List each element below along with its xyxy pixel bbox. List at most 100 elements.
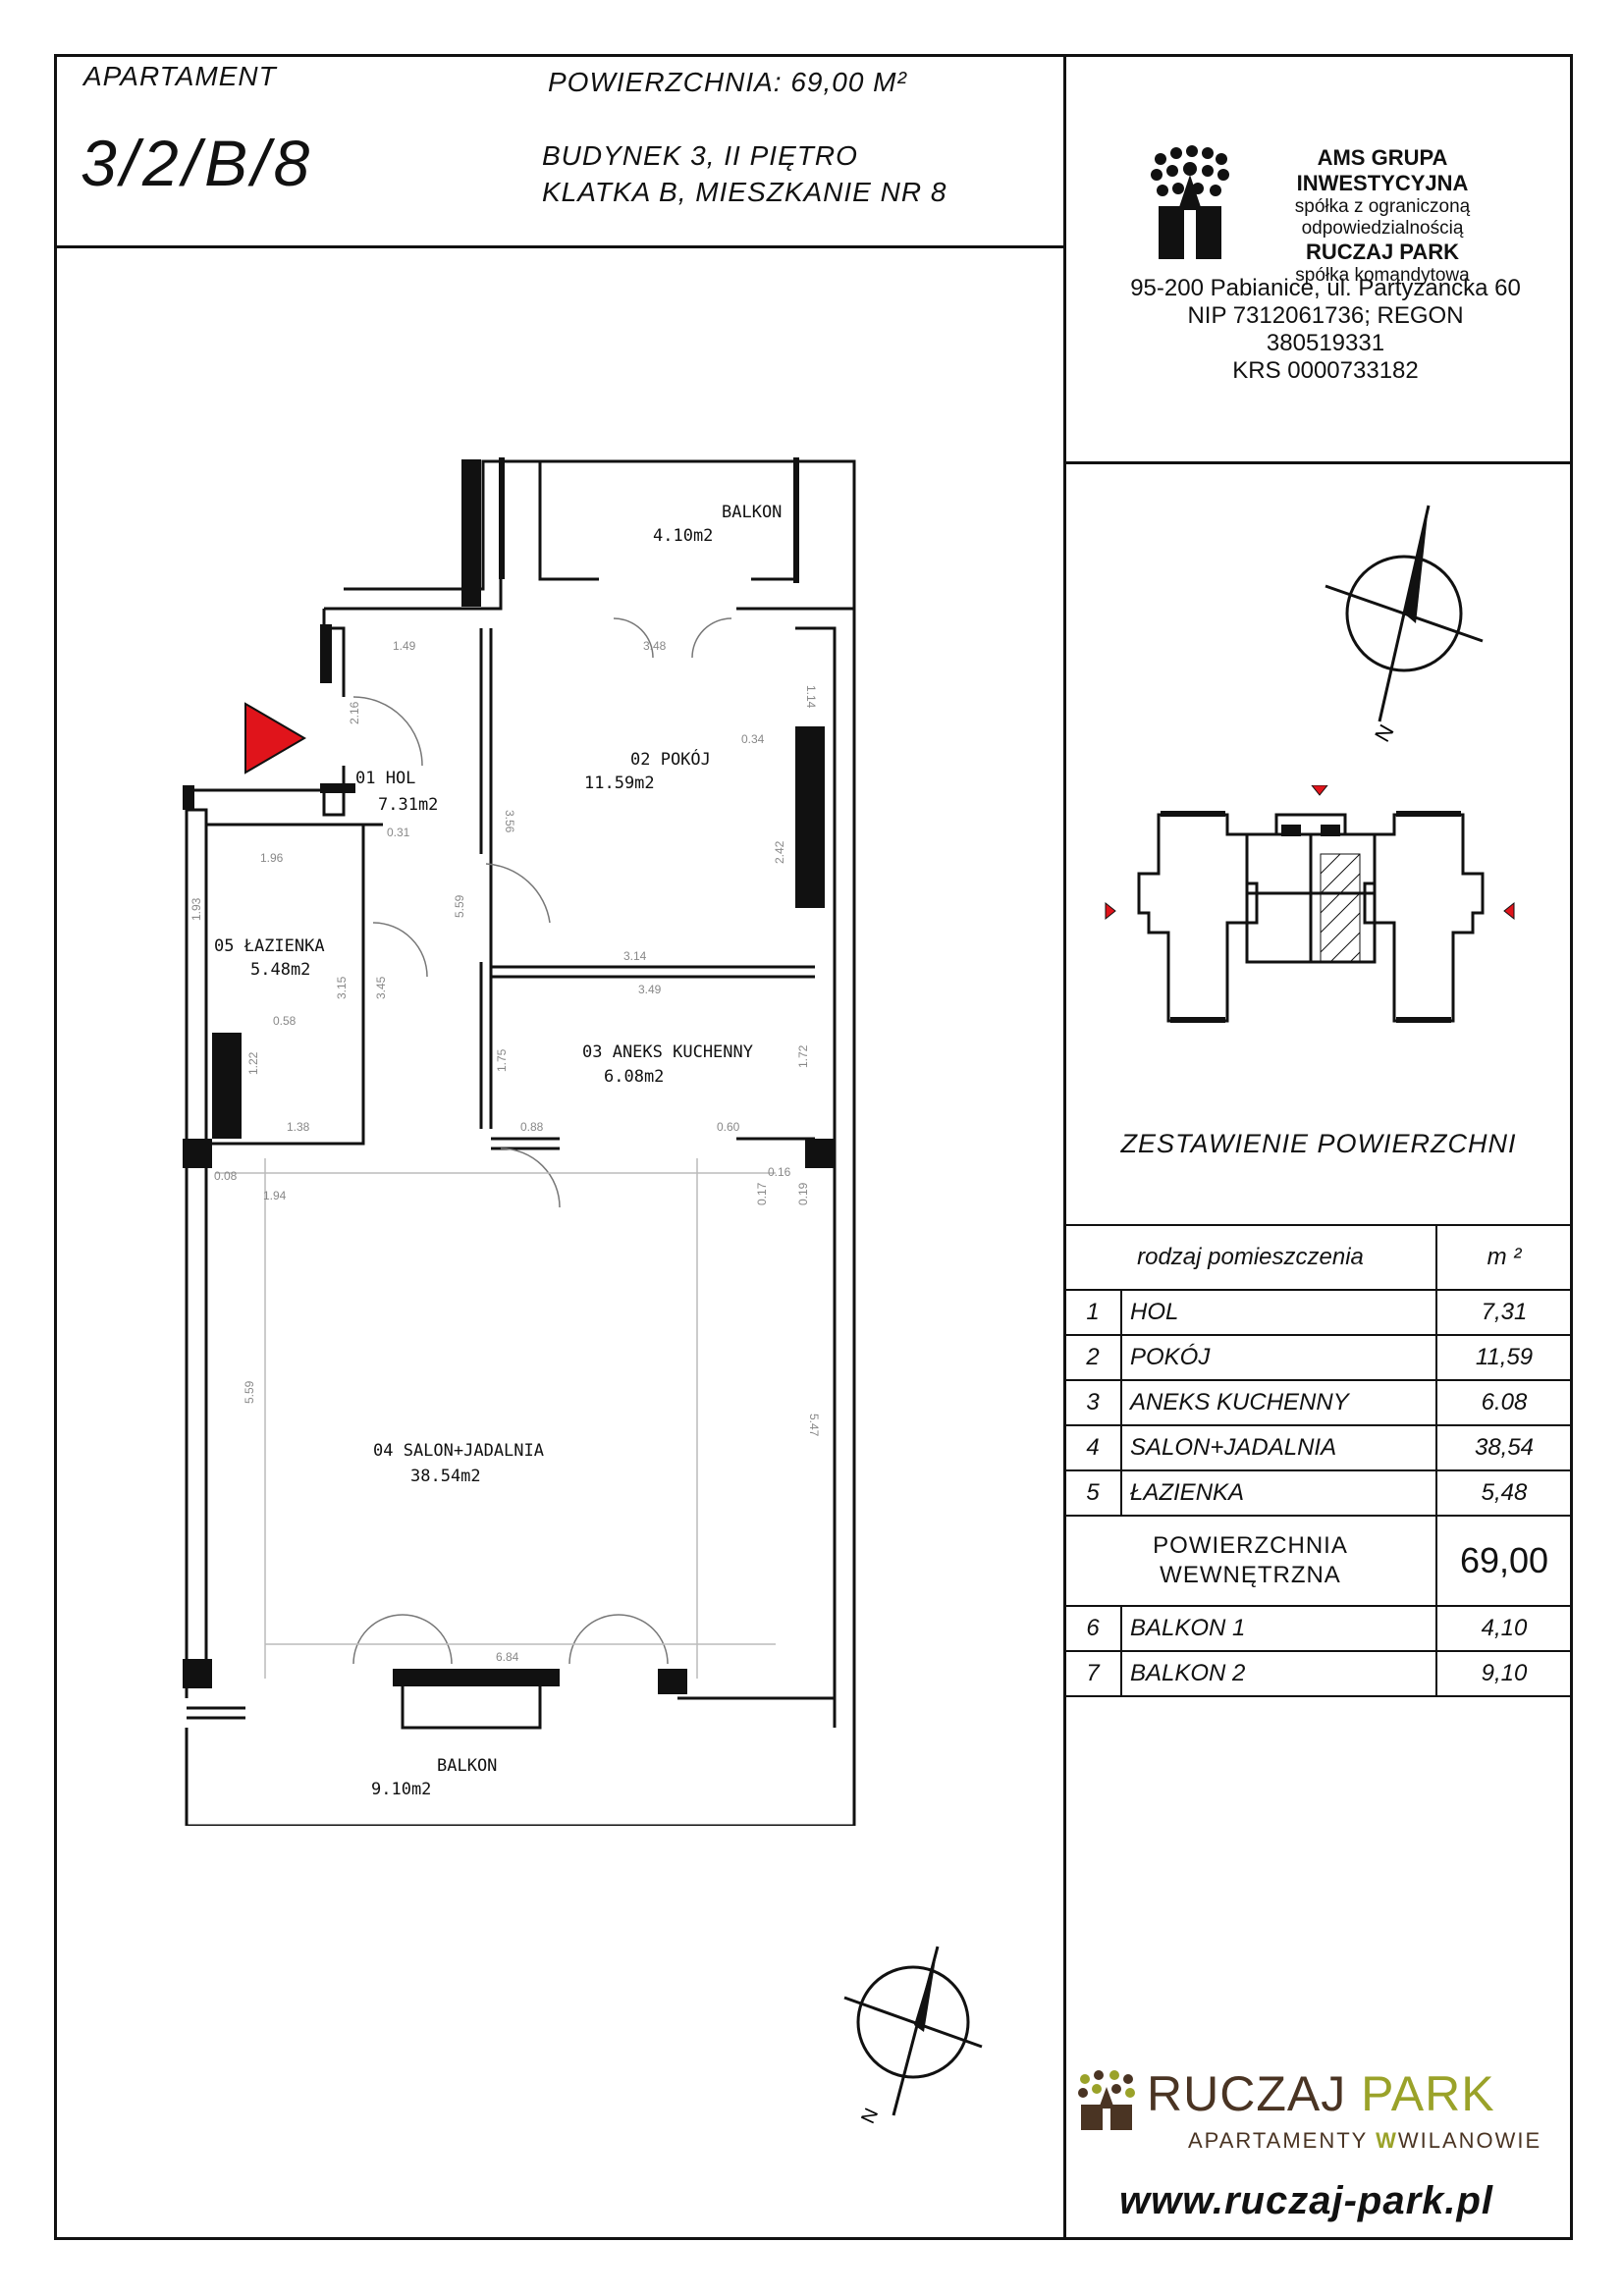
company-address-block: 95-200 Pabianice, ul. Partyzancka 60 NIP… [1129, 275, 1522, 385]
dim-label: 5.47 [807, 1414, 821, 1437]
dim-label: 0.17 [755, 1182, 769, 1205]
row-number: 4 [1063, 1424, 1122, 1471]
brand-tagline: APARTAMENTY WWILANOWIE [1188, 2128, 1541, 2154]
room-area-balcony-2: 9.10m2 [371, 1780, 432, 1799]
company-legal-form: spółka z ograniczoną odpowiedzialnością [1294, 196, 1471, 239]
company-address: 95-200 Pabianice, ul. Partyzancka 60 [1130, 275, 1521, 301]
compass-bottom-icon: N [843, 1946, 983, 2127]
room-label-balcony-1: BALKON [722, 503, 783, 522]
room-area-lazienka: 5.48m2 [250, 960, 311, 980]
row-room-name: ŁAZIENKA [1120, 1469, 1437, 1517]
row-number: 5 [1063, 1469, 1122, 1517]
dim-label: 6.84 [496, 1650, 519, 1664]
area-summary-table: rodzaj pomieszczenia m ² 1 HOL 7,31 2 PO… [1063, 1224, 1573, 1697]
table-row: 6 BALKON 1 4,10 [1063, 1605, 1573, 1652]
compass-bottom-letter: N [857, 2105, 883, 2126]
dim-label: 1.14 [804, 685, 818, 709]
table-row: 1 HOL 7,31 [1063, 1289, 1573, 1336]
dim-label: 0.88 [520, 1120, 544, 1134]
dim-label: 1.49 [393, 639, 416, 653]
table-row: 4 SALON+JADALNIA 38,54 [1063, 1424, 1573, 1471]
staircase-line: KLATKA B, MIESZKANIE NR 8 [542, 177, 947, 207]
brand-tagline-w: W [1376, 2128, 1398, 2153]
company-krs: KRS 0000733182 [1232, 357, 1419, 384]
row-area: 9,10 [1435, 1650, 1573, 1697]
key-plan [1105, 785, 1515, 1023]
dim-label: 3.15 [335, 976, 349, 999]
dim-label: 3.14 [623, 949, 647, 963]
dim-label: 1.22 [246, 1051, 260, 1075]
company-partner: RUCZAJ PARK [1305, 240, 1460, 264]
floor-plan: 1.49 3.48 1.14 2.16 0.34 3.56 5.59 2.42 … [183, 457, 856, 1826]
header-divider [54, 245, 1066, 248]
compass-top-letter: N [1370, 721, 1399, 746]
room-area-pokoj: 11.59m2 [584, 774, 655, 793]
row-number: 2 [1063, 1334, 1122, 1381]
row-number: 7 [1063, 1650, 1122, 1697]
dim-label: 1.75 [495, 1048, 509, 1072]
company-partner-form: spółka komandytowa [1295, 265, 1470, 286]
dim-label: 0.19 [796, 1182, 810, 1205]
dim-label: 5.59 [453, 894, 466, 918]
row-area: 5,48 [1435, 1469, 1573, 1517]
table-row: 7 BALKON 2 9,10 [1063, 1650, 1573, 1697]
room-area-salon: 38.54m2 [410, 1467, 481, 1486]
row-number: 6 [1063, 1605, 1122, 1652]
room-area-balcony-1: 4.10m2 [653, 526, 714, 546]
company-divider [1063, 461, 1573, 464]
row-area: 38,54 [1435, 1424, 1573, 1471]
dim-label: 5.59 [243, 1380, 256, 1404]
company-name: AMS GRUPA INWESTYCYJNA [1296, 145, 1469, 195]
row-number: 1 [1063, 1289, 1122, 1336]
room-label-salon: 04 SALON+JADALNIA [373, 1441, 544, 1461]
dim-label: 1.38 [287, 1120, 310, 1134]
room-area-hol: 7.31m2 [378, 795, 439, 815]
table-row: 3 ANEKS KUCHENNY 6.08 [1063, 1379, 1573, 1426]
total-label-line-1: POWIERZCHNIA [1153, 1532, 1348, 1559]
dim-label: 0.31 [387, 826, 410, 839]
table-row: 5 ŁAZIENKA 5,48 [1063, 1469, 1573, 1517]
brand-name: RUCZAJ PARK [1147, 2065, 1495, 2122]
sheet-frame [54, 54, 1573, 2240]
company-info: AMS GRUPA INWESTYCYJNA spółka z ogranicz… [1235, 145, 1530, 287]
table-row: 2 POKÓJ 11,59 [1063, 1334, 1573, 1381]
row-area: 11,59 [1435, 1334, 1573, 1381]
dim-label: 1.72 [796, 1044, 810, 1068]
row-number: 3 [1063, 1379, 1122, 1426]
row-room-name: SALON+JADALNIA [1120, 1424, 1437, 1471]
entrance-arrow-icon [244, 702, 306, 774]
dim-label: 2.16 [348, 701, 361, 724]
table-total-row: POWIERZCHNIA WEWNĘTRZNA 69,00 [1063, 1515, 1573, 1607]
total-label: POWIERZCHNIA WEWNĘTRZNA [1063, 1515, 1437, 1607]
total-label-line-2: WEWNĘTRZNA [1160, 1562, 1341, 1588]
dim-label: 3.49 [638, 983, 662, 996]
right-column-divider [1063, 54, 1066, 2240]
header-room-type: rodzaj pomieszczenia [1063, 1224, 1437, 1291]
row-room-name: ANEKS KUCHENNY [1120, 1379, 1437, 1426]
header-unit: m ² [1435, 1224, 1573, 1291]
table-header-row: rodzaj pomieszczenia m ² [1063, 1224, 1573, 1291]
room-area-aneks: 6.08m2 [604, 1067, 665, 1087]
dim-label: 2.42 [773, 840, 786, 864]
row-room-name: BALKON 2 [1120, 1650, 1437, 1697]
brand-tagline-apartamenty: APARTAMENTY [1188, 2128, 1368, 2153]
brand-name-ruczaj: RUCZAJ [1147, 2066, 1347, 2121]
room-label-hol: 01 HOL [355, 769, 416, 788]
website-url[interactable]: www.ruczaj-park.pl [1119, 2179, 1494, 2222]
dim-label: 0.60 [717, 1120, 740, 1134]
summary-title: ZESTAWIENIE POWIERZCHNI [1120, 1129, 1517, 1158]
company-tree-logo [1151, 145, 1229, 259]
dim-label: 1.93 [189, 897, 203, 921]
dim-label: 3.56 [503, 810, 516, 833]
row-area: 4,10 [1435, 1605, 1573, 1652]
dim-label: 3.48 [643, 639, 667, 653]
dim-label: 0.58 [273, 1014, 297, 1028]
brand-tree-logo [1078, 2070, 1135, 2130]
room-label-balcony-2: BALKON [437, 1756, 498, 1776]
row-area: 7,31 [1435, 1289, 1573, 1336]
row-room-name: POKÓJ [1120, 1334, 1437, 1381]
dim-label: 0.08 [214, 1169, 238, 1183]
room-label-aneks: 03 ANEKS KUCHENNY [582, 1042, 753, 1062]
dim-label: 0.16 [768, 1165, 791, 1179]
area-label: POWIERZCHNIA: 69,00 M² [548, 67, 907, 97]
